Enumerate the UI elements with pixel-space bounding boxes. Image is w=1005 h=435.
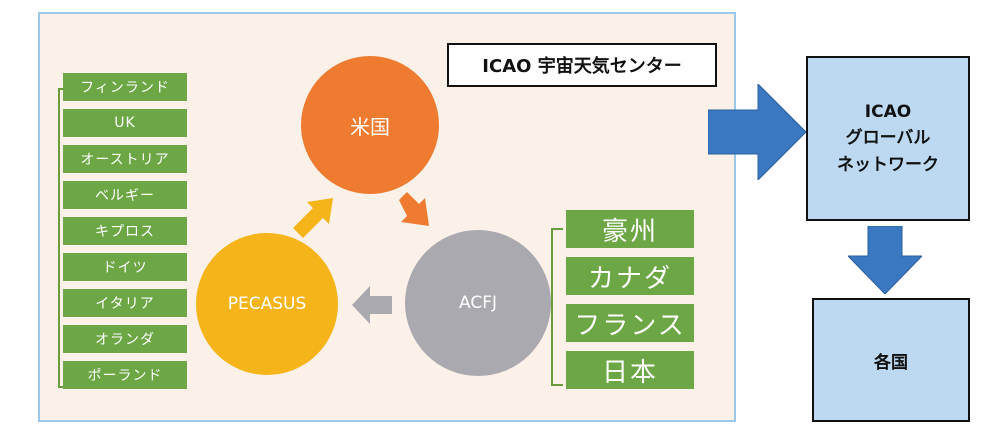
arrow-pecasus-to-us-icon — [293, 198, 333, 238]
member-cyprus: キプロス — [63, 217, 187, 245]
right-group-bracket — [551, 228, 563, 386]
global-network-line1: ICAO — [864, 101, 912, 122]
arrow-us-to-acfj-icon — [399, 192, 429, 226]
acfj-circle: ACFJ — [405, 230, 551, 376]
pecasus-members-list: フィンランド UK オーストリア ベルギー キプロス ドイツ イタリア オランダ… — [63, 73, 187, 397]
countries-box: 各国 — [812, 298, 970, 422]
member-netherlands: オランダ — [63, 325, 187, 353]
member-italy: イタリア — [63, 289, 187, 317]
left-group-bracket — [58, 88, 66, 388]
member-austria: オーストリア — [63, 145, 187, 173]
arrow-acfj-to-pecasus-icon — [352, 286, 392, 324]
member-australia: 豪州 — [566, 210, 694, 248]
member-poland: ポーランド — [63, 361, 187, 389]
member-finland: フィンランド — [63, 73, 187, 101]
member-belgium: ベルギー — [63, 181, 187, 209]
icao-space-weather-center-label: ICAO 宇宙天気センター — [447, 43, 717, 87]
arrow-to-global-network-icon — [708, 84, 806, 180]
member-japan: 日本 — [566, 351, 694, 389]
global-network-line3: ネットワーク — [837, 154, 939, 175]
pecasus-circle: PECASUS — [196, 233, 338, 375]
icao-global-network-box: ICAO グローバル ネットワーク — [806, 56, 970, 221]
member-germany: ドイツ — [63, 253, 187, 281]
member-canada: カナダ — [566, 257, 694, 295]
acfj-members-list: 豪州 カナダ フランス 日本 — [566, 210, 694, 398]
member-france: フランス — [566, 304, 694, 342]
arrow-to-countries-icon — [848, 226, 922, 294]
global-network-line2: グローバル — [845, 128, 931, 149]
member-uk: UK — [63, 109, 187, 137]
us-circle: 米国 — [301, 56, 439, 194]
